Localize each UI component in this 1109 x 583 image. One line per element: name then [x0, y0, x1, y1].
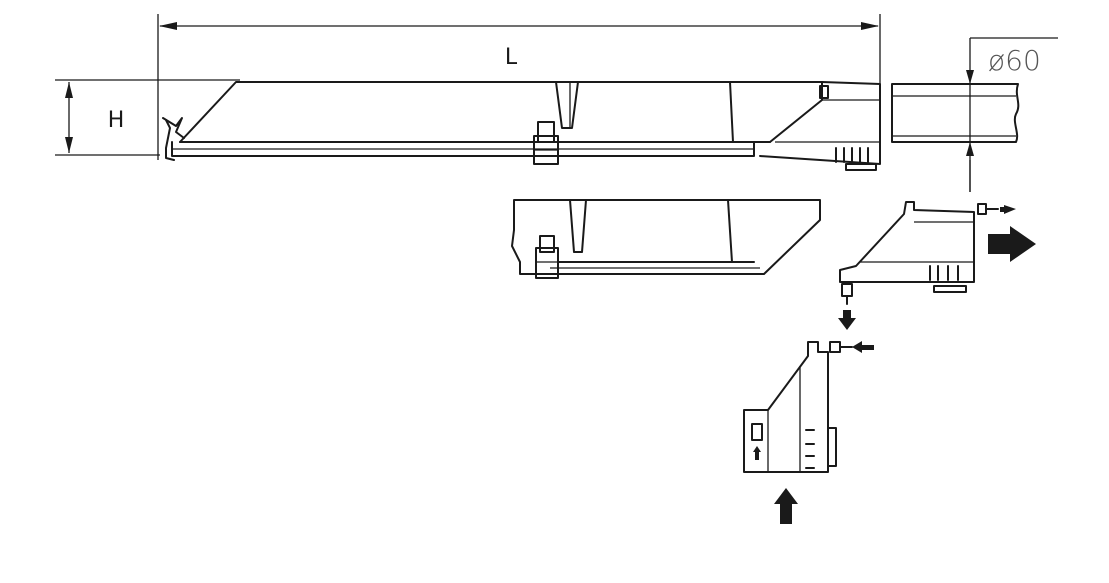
rail-end-hook [165, 119, 175, 161]
height-arrow-bottom [65, 137, 73, 153]
exploded-end-piece [829, 201, 1036, 353]
small-arrow-up-icon [753, 446, 761, 460]
tube-body [891, 83, 1020, 143]
center-section-clamp [539, 235, 555, 253]
length-arrow-left [159, 22, 177, 30]
small-arrow-down-icon [838, 310, 856, 330]
large-arrow-up-icon [774, 488, 798, 524]
height-arrow-top [65, 82, 73, 98]
rail-body-outline [179, 81, 823, 143]
end-cap-slot [751, 423, 763, 441]
assembled-rail [162, 81, 881, 171]
rail-bolt-row [835, 147, 877, 171]
end-cap [743, 341, 837, 524]
exploded-center-section [511, 199, 821, 279]
center-section-outline [511, 199, 821, 275]
down-screw [841, 283, 853, 297]
center-section-notch [569, 199, 587, 253]
end-piece-screw [977, 203, 987, 215]
end-piece-outline [839, 201, 975, 283]
diameter-arrow-top [966, 70, 974, 84]
length-label: L [505, 45, 518, 70]
side-screw [829, 341, 841, 353]
small-arrow-left-icon [852, 341, 874, 353]
diameter-arrow-bottom [966, 142, 974, 156]
height-dimension: H [55, 79, 240, 156]
diameter-label: ø60 [988, 44, 1041, 77]
rail-center-notch [555, 81, 579, 129]
length-arrow-right [861, 22, 879, 30]
end-cap-outline [743, 341, 829, 473]
large-arrow-right-icon [988, 226, 1036, 262]
rail-clamp [537, 121, 555, 143]
rail-end-section [759, 81, 881, 165]
small-arrow-right-icon [1000, 205, 1016, 214]
height-label: H [108, 108, 125, 133]
tube-section: ø60 [891, 37, 1058, 192]
length-dimension: L [157, 14, 881, 160]
